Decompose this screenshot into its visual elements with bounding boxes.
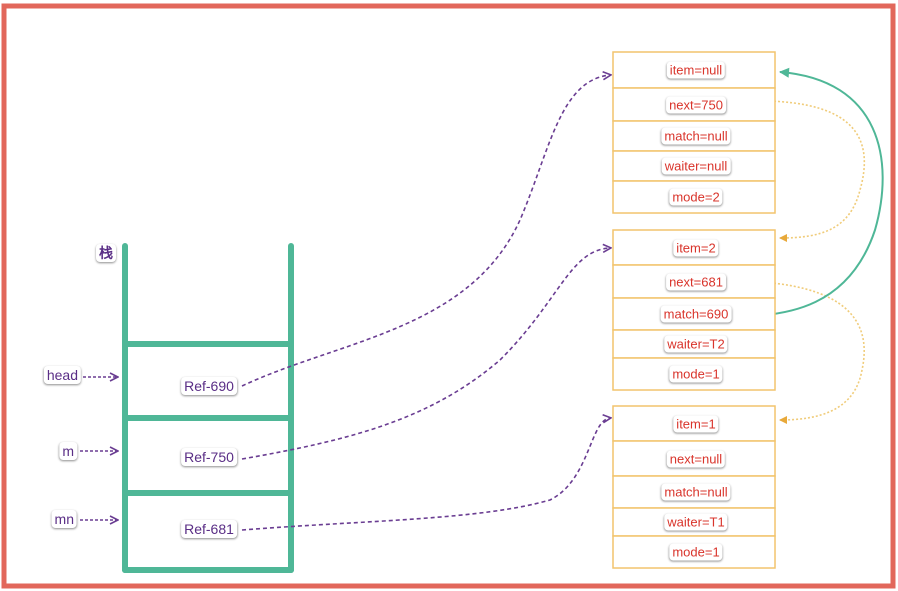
outer-frame	[1, 3, 896, 589]
ref-arrow-690	[241, 75, 610, 387]
pointer-label-mn: mn	[51, 510, 77, 528]
node-681-match-field: match=null	[661, 483, 731, 501]
node-690-match-field: match=null	[661, 127, 731, 145]
node-681-mode-field: mode=1	[669, 543, 723, 561]
next-arrow-750	[725, 100, 866, 242]
stack-title: 栈	[96, 244, 116, 262]
pointer-arrows	[80, 377, 117, 520]
node-681-next-field: next=null	[666, 450, 726, 467]
node-681-item-field: item=1	[673, 415, 719, 432]
node-690-item-field: item=null	[666, 61, 726, 79]
pointer-label-head: head	[43, 366, 81, 384]
node-690	[612, 51, 776, 214]
node-690-next-field: next=750	[666, 96, 726, 113]
stack-slot-ref-690: Ref-690	[181, 377, 237, 395]
node-750-match-field: match=690	[660, 305, 732, 323]
next-arrows	[725, 100, 866, 424]
node-690-waiter-field: waiter=null	[661, 157, 731, 175]
node-750-mode-field: mode=1	[669, 365, 723, 383]
stack-slot-ref-681: Ref-681	[181, 520, 237, 538]
pointer-label-m: m	[59, 442, 77, 460]
node-750-next-field: next=681	[666, 273, 726, 290]
next-arrow-681	[725, 280, 865, 424]
node-750-waiter-field: waiter=T2	[664, 335, 728, 353]
node-681-waiter-field: waiter=T1	[664, 513, 728, 531]
ref-arrows	[241, 75, 610, 531]
node-750-item-field: item=2	[673, 239, 719, 256]
ref-arrow-750	[241, 248, 610, 460]
ref-arrow-681	[241, 418, 610, 531]
stack-structure	[122, 243, 294, 573]
match-arrow-690	[729, 67, 884, 318]
node-690-mode-field: mode=2	[669, 188, 723, 206]
stack-slot-ref-750: Ref-750	[181, 448, 237, 466]
